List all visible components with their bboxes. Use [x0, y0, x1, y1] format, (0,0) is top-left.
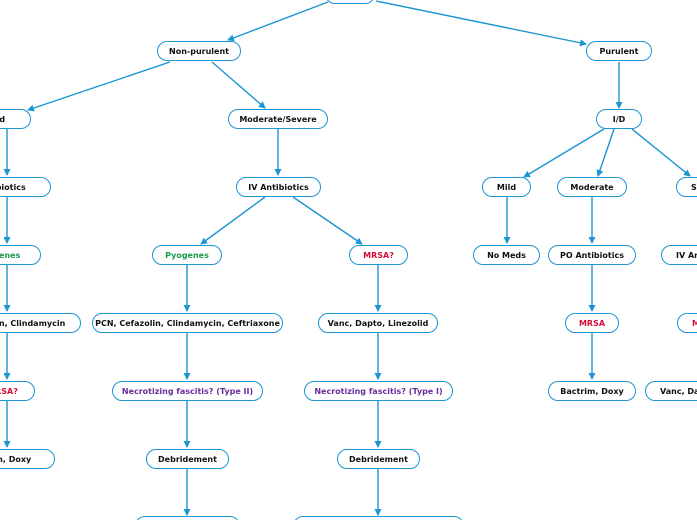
node-np-iv-mrsa[interactable]: MRSA?: [349, 245, 408, 265]
root-node[interactable]: [325, 0, 375, 4]
node-non-purulent[interactable]: Non-purulent: [157, 41, 241, 61]
node-np-bottom-left[interactable]: [135, 516, 240, 520]
node-np-iv-pcn[interactable]: PCN, Cefazolin, Clindamycin, Ceftriaxone: [92, 313, 283, 333]
node-p-mrsa[interactable]: MRSA: [565, 313, 619, 333]
node-p-incision-drainage[interactable]: I/D: [596, 109, 642, 129]
node-np-debridement-2[interactable]: Debridement: [146, 449, 229, 469]
node-p-po-antibiotics[interactable]: PO Antibiotics: [548, 245, 636, 265]
node-p-mild[interactable]: Mild: [482, 177, 531, 197]
node-np-moderate-severe[interactable]: Moderate/Severe: [228, 109, 328, 129]
node-p-bactrim-doxy[interactable]: Bactrim, Doxy: [548, 381, 636, 401]
node-p-vanc[interactable]: Vanc, Dapto, Linezolid: [645, 381, 697, 401]
edge-root-nonpurulent: [227, 1, 329, 42]
node-p-severe[interactable]: Severe: [676, 177, 697, 197]
node-p-severe-mrsa[interactable]: MRSA: [677, 313, 697, 333]
node-np-iv-vanc[interactable]: Vanc, Dapto, Linezolid: [318, 313, 438, 333]
edge-ivabx-pyogenes: [200, 196, 266, 245]
node-np-mild-pyogenes[interactable]: Pyogenes: [0, 245, 41, 265]
node-np-mild-cephalexin[interactable]: Cephalexin, Clindamycin: [0, 313, 81, 333]
node-np-iv-pyogenes[interactable]: Pyogenes: [152, 245, 222, 265]
node-np-mild-bactrim[interactable]: Bactrim, Doxy: [0, 449, 55, 469]
node-np-mild-antibiotics[interactable]: Antibiotics: [0, 177, 51, 197]
node-np-mild[interactable]: Mild: [0, 109, 31, 129]
edge-root-purulent: [375, 0, 587, 47]
node-np-bottom-right[interactable]: [293, 516, 464, 520]
edge-ivabx-mrsa: [292, 196, 363, 245]
edge-id-severe: [631, 128, 691, 177]
node-purulent[interactable]: Purulent: [586, 41, 652, 61]
node-p-moderate[interactable]: Moderate: [557, 177, 627, 197]
edge-id-moderate: [596, 128, 615, 177]
node-np-necrotizing-type2[interactable]: Necrotizing fascitis? (Type II): [112, 381, 263, 401]
node-p-no-meds[interactable]: No Meds: [473, 245, 540, 265]
node-p-iv-antibiotics[interactable]: IV Antibiotics: [661, 245, 697, 265]
edge-nonpurulent-modsev: [211, 61, 266, 109]
node-np-iv-antibiotics[interactable]: IV Antibiotics: [236, 177, 321, 197]
node-np-necrotizing-type1[interactable]: Necrotizing fascitis? (Type I): [304, 381, 453, 401]
edge-id-mild: [523, 128, 605, 178]
edge-nonpurulent-mild: [27, 61, 171, 112]
node-np-debridement-1[interactable]: Debridement: [337, 449, 420, 469]
node-np-mild-mrsa[interactable]: MRSA?: [0, 381, 35, 401]
